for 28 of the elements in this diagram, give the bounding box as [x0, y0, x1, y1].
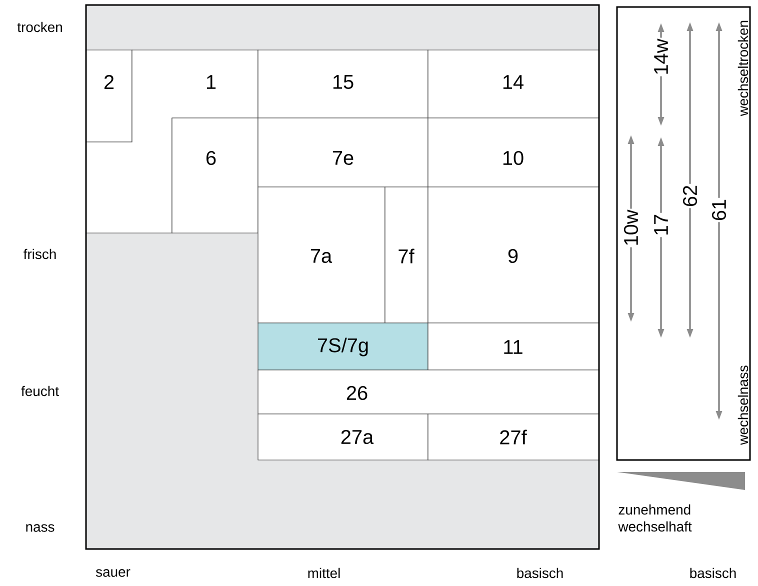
- axis-label: trocken: [17, 22, 62, 32]
- region-cell: 27a: [258, 414, 428, 460]
- region-cell: 15: [258, 50, 428, 118]
- region-cell: 7S/7g: [258, 322, 428, 370]
- region-cell: 7e: [258, 118, 428, 188]
- range-label: 62: [682, 184, 698, 208]
- axis-label: nass: [26, 524, 54, 532]
- region-cell: 7f: [384, 186, 428, 324]
- range-label: 61: [710, 198, 728, 222]
- range-label: 17: [653, 212, 669, 238]
- range-label: 14w: [653, 38, 669, 76]
- region-cell: 6: [172, 118, 258, 234]
- axis-label: sauer: [96, 569, 130, 577]
- region-cell: 27f: [428, 414, 600, 460]
- side-label: wechselnass: [738, 366, 748, 445]
- axis-label: mittel: [308, 568, 340, 578]
- region-cell: 10: [428, 118, 600, 188]
- side-label: wechseltrocken: [738, 20, 748, 116]
- axis-label: feucht: [21, 386, 59, 396]
- region-cell: 26: [258, 370, 600, 414]
- axis-label: frisch: [24, 248, 56, 260]
- caption-text: zunehmend wechselhaft: [618, 504, 692, 532]
- axis-label: basisch: [690, 568, 736, 578]
- region-cell: 14: [428, 50, 600, 118]
- axis-label: basisch: [517, 568, 563, 578]
- region-cell: 2: [86, 50, 132, 142]
- region-cell: 11: [428, 322, 600, 370]
- range-label: 10w: [622, 208, 640, 248]
